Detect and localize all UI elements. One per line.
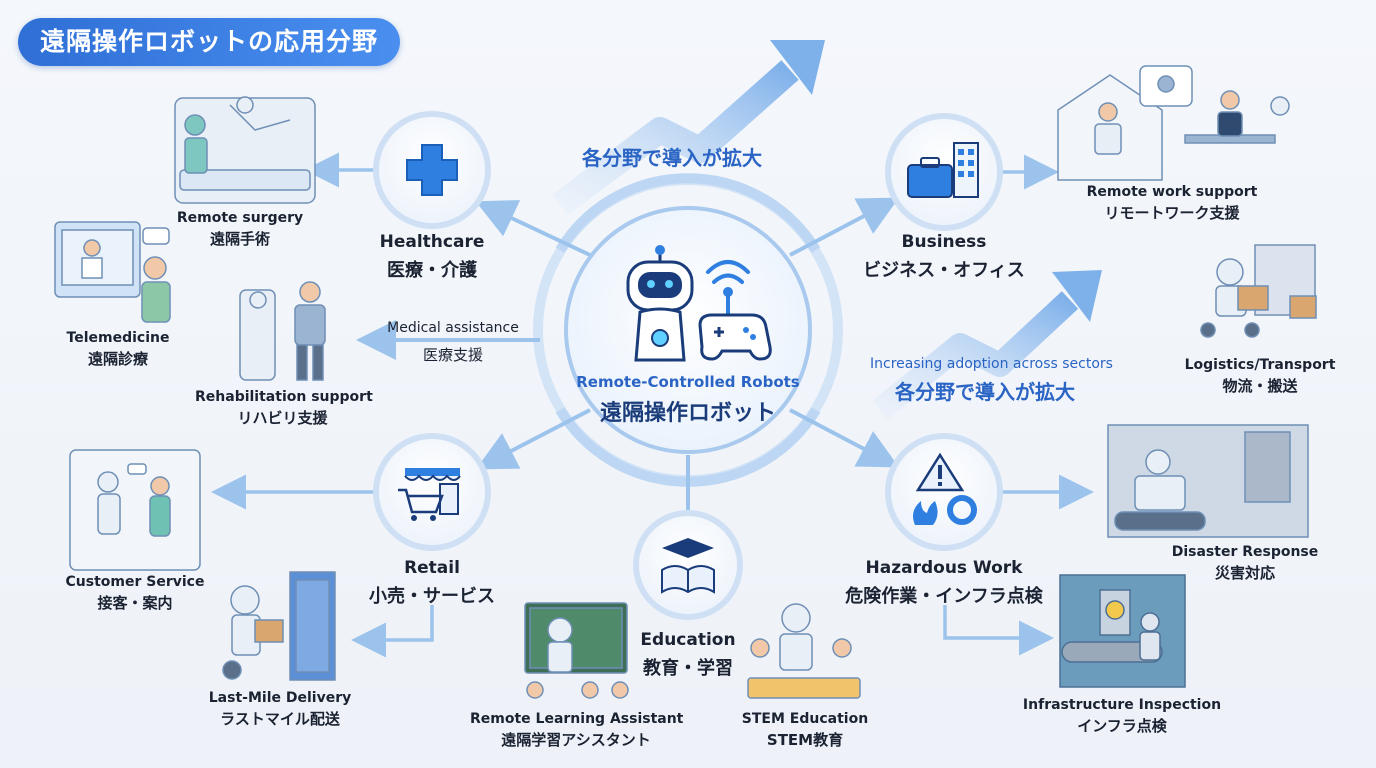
hub-label-hazardous: Hazardous Work 危険作業・インフラ点検 xyxy=(834,558,1054,608)
center-label: Remote-Controlled Robots 遠隔操作ロボット xyxy=(568,373,808,427)
leaf-disaster-ja: 災害対応 xyxy=(1214,564,1275,582)
illustration-last-mile xyxy=(222,571,336,681)
leaf-rehabilitation-ja: リハビリ支援 xyxy=(237,409,328,427)
leaf-infrastructure-ja: インフラ点検 xyxy=(1077,717,1167,735)
leaf-rehabilitation: Rehabilitation support リハビリ支援 xyxy=(195,389,373,428)
trend-label-right-ja: 各分野で導入が拡大 xyxy=(895,380,1075,404)
trend-label-right-en: Increasing adoption across sectors xyxy=(870,356,1113,372)
hub-label-education: Education 教育・学習 xyxy=(628,630,748,680)
leaf-infrastructure: Infrastructure Inspection インフラ点検 xyxy=(1022,697,1222,736)
leaf-last-mile: Last-Mile Delivery ラストマイル配送 xyxy=(200,690,360,729)
leaf-telemedicine-ja: 遠隔診療 xyxy=(87,350,148,368)
hub-label-healthcare: Healthcare 医療・介護 xyxy=(362,232,502,282)
leaf-logistics-en: Logistics/Transport xyxy=(1184,357,1336,373)
illustration-remote-learning xyxy=(524,602,629,699)
leaf-remote-learning-ja: 遠隔学習アシスタント xyxy=(501,731,651,749)
hub-circle-education xyxy=(633,510,743,620)
leaf-last-mile-en: Last-Mile Delivery xyxy=(208,690,352,706)
illustration-remote-work xyxy=(1057,65,1290,181)
hub-label-business-en: Business xyxy=(901,232,987,252)
center-circle xyxy=(564,206,812,454)
wifi-icon xyxy=(706,260,750,320)
leaf-remote-learning-en: Remote Learning Assistant xyxy=(470,711,684,727)
leaf-remote-work-ja: リモートワーク支援 xyxy=(1104,204,1240,222)
leaf-disaster-en: Disaster Response xyxy=(1171,544,1319,560)
leaf-disaster: Disaster Response 災害対応 xyxy=(1165,544,1325,583)
leaf-remote-surgery-ja: 遠隔手術 xyxy=(209,230,270,248)
hub-circle-retail xyxy=(373,433,491,551)
leaf-last-mile-ja: ラストマイル配送 xyxy=(220,710,340,728)
leaf-remote-surgery-en: Remote surgery xyxy=(176,210,304,226)
hub-circle-business xyxy=(885,113,1003,231)
illustration-telemedicine xyxy=(54,221,171,323)
leaf-remote-surgery: Remote surgery 遠隔手術 xyxy=(165,210,315,249)
leaf-infrastructure-en: Infrastructure Inspection xyxy=(1022,697,1222,713)
trend-arrow-top xyxy=(552,40,825,216)
leaf-telemedicine-en: Telemedicine xyxy=(66,330,170,346)
illustration-infrastructure xyxy=(1059,574,1186,688)
hub-label-retail-en: Retail xyxy=(404,558,460,578)
hub-label-hazardous-ja: 危険作業・インフラ点検 xyxy=(845,586,1043,607)
robot-icon xyxy=(626,245,694,362)
hub-circle-healthcare xyxy=(373,111,491,229)
hub-label-business-ja: ビジネス・オフィス xyxy=(863,260,1025,281)
center-label-ja: 遠隔操作ロボット xyxy=(599,401,776,426)
game-controller-icon xyxy=(698,313,772,361)
leaf-stem-ja: STEM教育 xyxy=(766,731,844,749)
hub-label-retail: Retail 小売・サービス xyxy=(352,558,512,608)
leaf-customer-service: Customer Service 接客・案内 xyxy=(55,574,215,613)
leaf-stem: STEM Education STEM教育 xyxy=(735,711,875,750)
hub-circle-hazardous xyxy=(885,433,1003,551)
illustration-stem xyxy=(747,603,861,699)
center-label-en: Remote-Controlled Robots xyxy=(576,373,800,391)
medical-assistance-label: Medical assistance 医療支援 xyxy=(378,320,528,365)
hub-label-education-en: Education xyxy=(640,630,736,650)
leaf-remote-learning: Remote Learning Assistant 遠隔学習アシスタント xyxy=(470,711,684,750)
leaf-logistics-ja: 物流・搬送 xyxy=(1222,377,1298,395)
hub-label-hazardous-en: Hazardous Work xyxy=(865,558,1023,578)
illustration-remote-surgery xyxy=(174,96,316,204)
illustration-logistics xyxy=(1200,244,1317,338)
leaf-remote-work: Remote work support リモートワーク支援 xyxy=(1082,184,1262,223)
illustration-rehabilitation xyxy=(239,281,326,381)
trend-label-top: 各分野で導入が拡大 xyxy=(582,146,762,170)
medical-assistance-en: Medical assistance xyxy=(387,320,519,336)
leaf-telemedicine: Telemedicine 遠隔診療 xyxy=(43,330,193,369)
medical-assistance-ja: 医療支援 xyxy=(422,346,483,364)
leaf-customer-service-ja: 接客・案内 xyxy=(97,594,173,612)
leaf-stem-en: STEM Education xyxy=(741,711,869,727)
hub-label-business: Business ビジネス・オフィス xyxy=(854,232,1034,282)
hub-label-education-ja: 教育・学習 xyxy=(643,658,733,679)
leaf-customer-service-en: Customer Service xyxy=(65,574,205,590)
leaf-rehabilitation-en: Rehabilitation support xyxy=(195,389,373,405)
hub-label-retail-ja: 小売・サービス xyxy=(369,586,495,607)
illustration-customer-service xyxy=(69,449,201,571)
leaf-logistics: Logistics/Transport 物流・搬送 xyxy=(1175,357,1345,396)
hub-label-healthcare-en: Healthcare xyxy=(379,232,485,252)
illustration-disaster xyxy=(1107,424,1309,538)
page-title: 遠隔操作ロボットの応用分野 xyxy=(18,18,401,66)
hub-label-healthcare-ja: 医療・介護 xyxy=(387,260,477,281)
trend-arrow-right xyxy=(872,270,1102,420)
leaf-remote-work-en: Remote work support xyxy=(1086,184,1258,200)
